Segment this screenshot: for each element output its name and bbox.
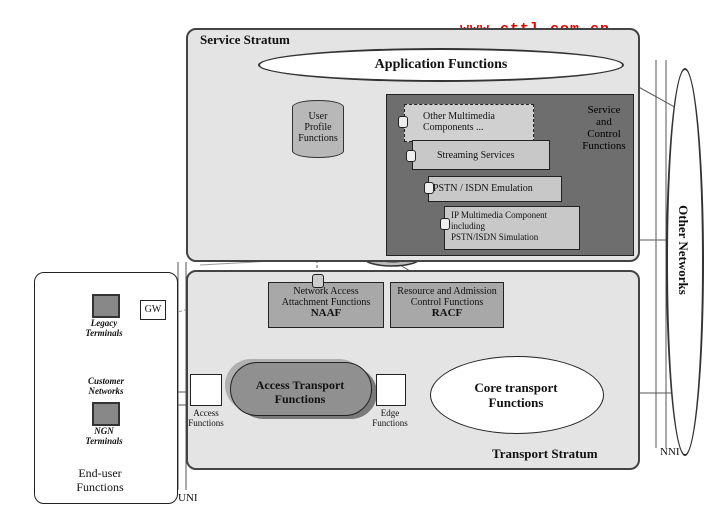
ngn-terminals-label: NGN Terminals — [85, 426, 123, 446]
legacy-terminal-icon — [92, 294, 120, 318]
access-transport-cloud — [230, 362, 372, 416]
ip-multimedia-component: IP Multimedia Component including PSTN/I… — [444, 206, 580, 250]
core-transport-label: Core transport Functions — [474, 380, 558, 410]
service-control-label: Service and Control Functions — [582, 104, 626, 152]
database-icon — [440, 218, 450, 230]
end-user-title: End-user Functions — [76, 466, 124, 494]
edge-functions-box — [376, 374, 406, 406]
edge-functions-label: Edge Functions — [372, 408, 408, 428]
access-functions-box — [190, 374, 222, 406]
application-functions: Application Functions — [258, 48, 624, 82]
nni-label: NNI — [660, 446, 680, 458]
service-stratum-title: Service Stratum — [200, 32, 290, 47]
naaf-box: Network Access Attachment Functions NAAF — [268, 282, 384, 328]
other-multimedia-component: Other Multimedia Components ... — [404, 104, 534, 142]
gateway-box: GW — [140, 300, 166, 320]
user-profile-cylinder: User Profile Functions — [292, 100, 344, 158]
ngn-terminal-icon — [92, 402, 120, 426]
uni-label: UNI — [178, 492, 198, 504]
other-networks-label: Other Networks — [676, 205, 691, 295]
user-profile-label: User Profile Functions — [298, 111, 338, 144]
racf-box: Resource and Admission Control Functions… — [390, 282, 504, 328]
core-transport-cloud — [430, 356, 604, 434]
access-functions-label: Access Functions — [188, 408, 224, 428]
database-icon — [424, 182, 434, 194]
customer-networks-label: Customer Networks — [87, 376, 124, 396]
database-icon — [312, 274, 324, 288]
pstn-emulation-component: PSTN / ISDN Emulation — [428, 176, 562, 202]
streaming-services-component: Streaming Services — [412, 140, 550, 170]
access-transport-label: Access Transport Functions — [255, 378, 345, 406]
legacy-terminals-label: Legacy Terminals — [85, 318, 123, 338]
database-icon — [406, 150, 416, 162]
application-functions-label: Application Functions — [374, 57, 508, 72]
other-networks-ellipse — [666, 68, 704, 456]
database-icon — [398, 116, 408, 128]
transport-stratum-title: Transport Stratum — [492, 446, 598, 461]
